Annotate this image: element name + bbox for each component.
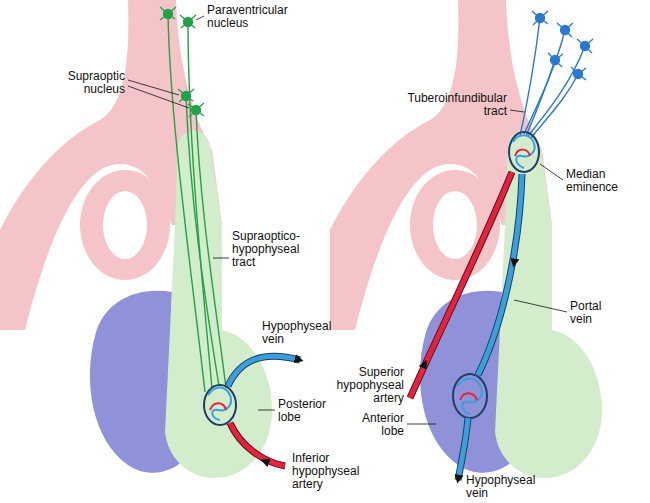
- superior-hypophyseal-artery: [410, 172, 512, 398]
- neuron-group: [160, 7, 204, 117]
- leader-line: [514, 300, 567, 312]
- axon: [528, 46, 585, 136]
- part-label: Anterior lobe: [350, 412, 404, 438]
- vein-outline: [478, 174, 522, 375]
- neuron-group: [532, 11, 593, 80]
- artery-outline: [410, 172, 512, 398]
- axon: [168, 14, 205, 392]
- capillary-bed: [453, 374, 487, 418]
- axon: [520, 18, 540, 136]
- hypothalamus-region: [80, 170, 170, 280]
- part-label: Posterior lobe: [278, 398, 334, 424]
- portal-vein: [478, 174, 522, 375]
- leader-lines: [407, 110, 567, 424]
- hypophyseal-vein: [228, 356, 300, 386]
- flow-arrowhead: [420, 363, 425, 375]
- right-panel: [330, 0, 602, 480]
- flow-arrowhead: [264, 461, 272, 464]
- part-label: Hypophyseal vein: [262, 320, 337, 346]
- axon-bundle: [520, 18, 585, 138]
- flow-arrowhead: [514, 252, 516, 264]
- part-label: Tuberoinfundibular tract: [395, 92, 507, 118]
- vein-outline: [458, 418, 468, 480]
- capillary-bed: [204, 385, 236, 425]
- neuron: [160, 7, 176, 20]
- optic-chiasm: [103, 191, 147, 259]
- part-label: Supraoptico-hypophyseal tract: [232, 230, 312, 269]
- axon: [196, 110, 226, 388]
- part-label: Hypophyseal vein: [466, 474, 541, 500]
- neuron: [557, 23, 573, 37]
- neuron: [178, 89, 194, 102]
- neuron: [180, 15, 196, 28]
- part-label: Supraoptic nucleus: [57, 70, 125, 96]
- leader-line: [196, 16, 204, 20]
- part-label: Superior hypophyseal artery: [332, 366, 404, 405]
- inferior-hypophyseal-artery: [230, 423, 285, 466]
- neuron: [571, 67, 586, 80]
- leader-line: [258, 410, 275, 411]
- hypophyseal-vein: [458, 418, 468, 480]
- leader-line: [128, 86, 189, 108]
- part-label: Inferior hypophyseal artery: [292, 452, 364, 491]
- axon-bundle: [168, 14, 226, 392]
- leader-lines: [128, 16, 275, 410]
- axon: [531, 74, 578, 138]
- axon: [524, 30, 565, 134]
- neuron: [577, 39, 593, 53]
- leader-line: [540, 164, 563, 180]
- axon: [526, 60, 555, 136]
- right-anatomy: [330, 0, 602, 478]
- part-label: Portal vein: [570, 300, 612, 326]
- capillary-bed: [509, 132, 539, 172]
- leader-line: [128, 80, 179, 95]
- leader-line: [407, 424, 436, 425]
- axon: [186, 96, 219, 386]
- axon: [188, 22, 212, 388]
- leader-line: [213, 258, 229, 259]
- part-label: Median eminence: [566, 168, 628, 194]
- optic-chiasm: [433, 191, 477, 259]
- part-label: Paraventricular nucleus: [207, 4, 302, 30]
- neuron: [548, 53, 563, 67]
- vein-outline: [228, 356, 300, 386]
- neuron: [188, 103, 204, 117]
- neuron: [532, 11, 548, 25]
- artery-outline: [230, 423, 285, 466]
- leader-line: [510, 110, 524, 112]
